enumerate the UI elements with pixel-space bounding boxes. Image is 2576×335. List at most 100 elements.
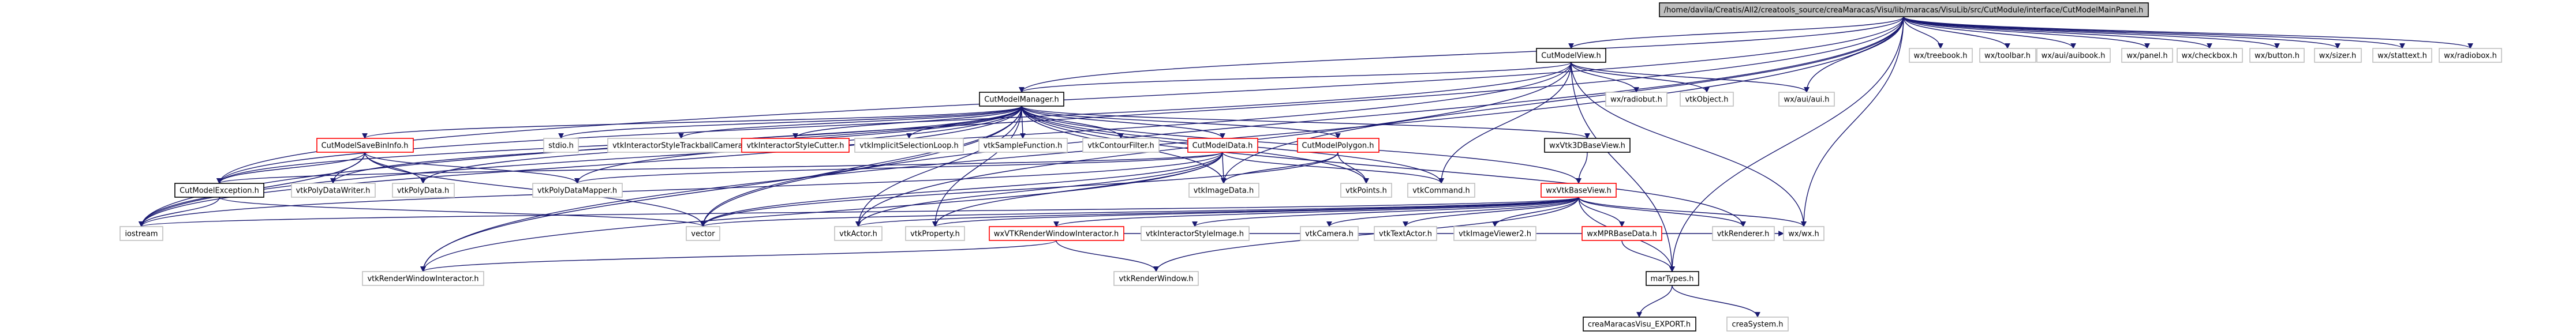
include-edge-cmm-to-cmp — [1021, 106, 1341, 139]
node-box — [1113, 271, 1199, 286]
graph-node-martypes[interactable]: marTypes.h — [1646, 271, 1699, 286]
graph-node-vtkiv2[interactable]: vtkImageViewer2.h — [1453, 226, 1536, 241]
graph-node-cme[interactable]: CutModelException.h — [174, 183, 264, 198]
node-label: vtkPoints.h — [1345, 187, 1387, 195]
graph-node-vtkproperty[interactable]: vtkProperty.h — [905, 226, 965, 241]
node-label: wx/treebook.h — [1914, 52, 1968, 61]
graph-node-wxtreebook[interactable]: wx/treebook.h — [1909, 48, 1973, 63]
graph-node-vtkisi[interactable]: vtkInteractorStyleImage.h — [1141, 226, 1250, 241]
graph-node-vector[interactable]: vector — [686, 226, 720, 241]
graph-node-wxcheckbox[interactable]: wx/checkbox.h — [2177, 48, 2243, 63]
node-box — [2249, 48, 2305, 63]
node-box — [1778, 92, 1835, 107]
node-box — [1407, 183, 1475, 198]
graph-node-vtkistb[interactable]: vtkInteractorStyleTrackballCamera.h — [607, 138, 755, 153]
graph-node-vtkobject[interactable]: vtkObject.h — [1680, 92, 1734, 107]
graph-node-vtkcf[interactable]: vtkContourFilter.h — [1082, 138, 1160, 153]
graph-node-vtkisc[interactable]: vtkInteractorStyleCutter.h — [741, 138, 850, 153]
node-box — [1909, 48, 1973, 63]
node-label: wx/aui/aui.h — [1784, 96, 1829, 104]
node-box — [2314, 48, 2362, 63]
node-box — [978, 138, 1068, 153]
graph-node-main[interactable]: /home/davila/Creatis/All2/creatools_sour… — [1659, 2, 2149, 17]
include-edge-main-to-vector — [700, 16, 1904, 227]
include-edge-main-to-wxwx — [1801, 16, 1904, 227]
node-box — [1605, 92, 1668, 107]
include-edge-wxvbv-to-vtkrw — [1153, 197, 1579, 272]
include-edge-main-to-wxauibook — [1903, 16, 2076, 49]
graph-node-wxsizer[interactable]: wx/sizer.h — [2314, 48, 2362, 63]
node-box — [1712, 226, 1775, 241]
graph-node-cmd[interactable]: CutModelData.h — [1187, 138, 1258, 153]
graph-node-wxvtkrwi[interactable]: wxVTKRenderWindowInteractor.h — [989, 226, 1124, 241]
graph-node-vtkpoints[interactable]: vtkPoints.h — [1340, 183, 1392, 198]
graph-node-wxradiobox[interactable]: wx/radiobox.h — [2439, 48, 2502, 63]
graph-node-cmsbi[interactable]: CutModelSaveBinInfo.h — [316, 138, 414, 153]
graph-node-wxwx[interactable]: wx/wx.h — [1783, 226, 1824, 241]
node-box — [1783, 226, 1824, 241]
node-label: CutModelView.h — [1541, 52, 1601, 61]
include-edge-cmsbi-to-vtkpdm — [364, 152, 580, 184]
node-label: vtkCommand.h — [1412, 187, 1470, 195]
graph-node-vtkrw[interactable]: vtkRenderWindow.h — [1113, 271, 1199, 286]
node-box — [1726, 317, 1789, 332]
graph-node-cmm[interactable]: CutModelManager.h — [979, 92, 1064, 107]
node-label: wx/toolbar.h — [1984, 52, 2031, 61]
node-box — [1541, 183, 1617, 198]
graph-node-vtkactor[interactable]: vtkActor.h — [834, 226, 883, 241]
node-label: CutModelData.h — [1192, 142, 1253, 150]
include-edge-cmd-to-vtkactor — [855, 152, 1223, 227]
include-edge-main-to-martypes — [1669, 16, 1904, 272]
graph-node-wxtoolbar[interactable]: wx/toolbar.h — [1979, 48, 2036, 63]
node-box — [1340, 183, 1392, 198]
node-box — [1453, 226, 1536, 241]
graph-node-cmv[interactable]: CutModelView.h — [1536, 48, 1606, 63]
graph-node-vtkpdm[interactable]: vtkPolyDataMapper.h — [532, 183, 623, 198]
node-box — [1082, 138, 1160, 153]
graph-node-wxbutton[interactable]: wx/button.h — [2249, 48, 2305, 63]
node-label: vtkProperty.h — [910, 230, 960, 239]
graph-node-vtkpdw[interactable]: vtkPolyDataWriter.h — [291, 183, 376, 198]
graph-node-vtksf[interactable]: vtkSampleFunction.h — [978, 138, 1068, 153]
graph-node-vtktextactor[interactable]: vtkTextActor.h — [1374, 226, 1437, 241]
graph-node-vtkrwi[interactable]: vtkRenderWindowInteractor.h — [362, 271, 484, 286]
graph-node-wxpanel[interactable]: wx/panel.h — [2121, 48, 2173, 63]
node-box — [1141, 226, 1250, 241]
include-edge-cmp-to-vector — [700, 152, 1339, 227]
node-box — [392, 183, 455, 198]
graph-node-wxmpr[interactable]: wxMPRBaseData.h — [1582, 226, 1662, 241]
node-box — [2121, 48, 2173, 63]
node-box — [174, 183, 264, 198]
graph-node-wxauibook[interactable]: wx/aui/auibook.h — [2036, 48, 2111, 63]
include-edge-cmm-to-wx3d — [1021, 106, 1590, 139]
graph-node-wxstattext[interactable]: wx/stattext.h — [2372, 48, 2432, 63]
include-edge-wxvbv-to-vtkcamera — [1326, 197, 1579, 227]
node-box — [1536, 48, 1606, 63]
node-label: CutModelPolygon.h — [1302, 142, 1374, 150]
graph-node-vtkimagedata[interactable]: vtkImageData.h — [1188, 183, 1259, 198]
graph-node-cmp[interactable]: CutModelPolygon.h — [1297, 138, 1379, 153]
graph-node-wxradiobut[interactable]: wx/radiobut.h — [1605, 92, 1668, 107]
node-box — [1583, 317, 1696, 332]
graph-node-vtkcamera[interactable]: vtkCamera.h — [1300, 226, 1359, 241]
graph-node-creaexport[interactable]: creaMaracasVisu_EXPORT.h — [1583, 317, 1696, 332]
graph-node-iostream[interactable]: iostream — [119, 226, 163, 241]
include-edge-cmv-to-wxradiobut — [1571, 62, 1639, 93]
graph-node-vtkrenderer[interactable]: vtkRenderer.h — [1712, 226, 1775, 241]
node-label: wx/button.h — [2255, 52, 2300, 61]
graph-node-wxvbv[interactable]: wxVtkBaseView.h — [1541, 183, 1617, 198]
node-label: vtkRenderWindowInteractor.h — [367, 275, 478, 284]
graph-node-stdio[interactable]: stdio.h — [543, 138, 579, 153]
node-box — [532, 183, 623, 198]
include-edge-cmm-to-vtkactor — [855, 106, 1022, 227]
include-edge-main-to-cmm — [1019, 16, 1904, 93]
node-box — [2372, 48, 2432, 63]
graph-node-vtkpd[interactable]: vtkPolyData.h — [392, 183, 455, 198]
graph-node-vtkisl[interactable]: vtkImplicitSelectionLoop.h — [854, 138, 964, 153]
graph-node-wxaui[interactable]: wx/aui/aui.h — [1778, 92, 1835, 107]
graph-node-wx3d[interactable]: wxVtk3DBaseView.h — [1544, 138, 1631, 153]
include-edge-cmv-to-vtkcommand — [1438, 62, 1572, 184]
include-edge-main-to-wxcheckbox — [1903, 16, 2212, 49]
graph-node-vtkcommand[interactable]: vtkCommand.h — [1407, 183, 1475, 198]
graph-node-creasystem[interactable]: creaSystem.h — [1726, 317, 1789, 332]
